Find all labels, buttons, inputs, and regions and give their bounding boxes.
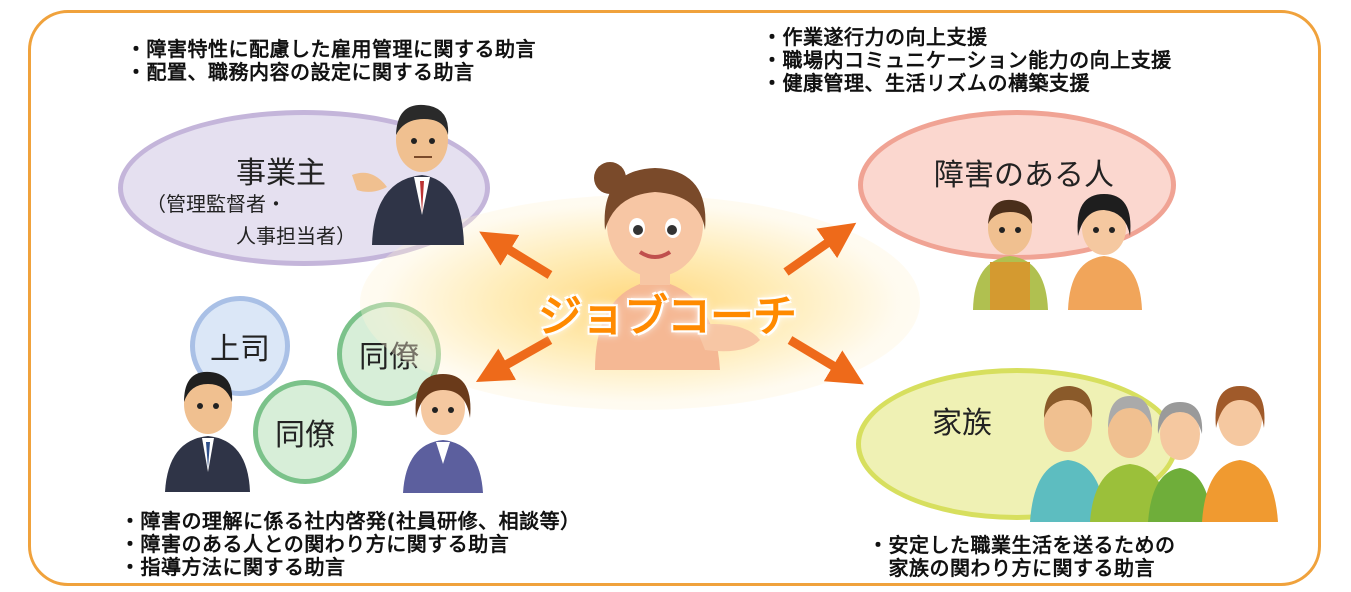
arrow-to-family xyxy=(787,336,864,385)
list-item: ・障害特性に配慮した雇用管理に関する助言 xyxy=(126,37,536,61)
list-item: 家族の関わり方に関する助言 xyxy=(868,556,1155,580)
job-coach-illustration xyxy=(594,162,760,370)
coworker-woman-illustration xyxy=(403,374,483,493)
boss-label: 上司 xyxy=(210,332,270,367)
list-item: ・健康管理、生活リズムの構築支援 xyxy=(762,71,1090,95)
list-item: ・障害のある人との関わり方に関する助言 xyxy=(120,532,510,556)
family-label: 家族 xyxy=(932,406,992,441)
coworker-man-illustration xyxy=(165,371,250,492)
list-item: ・配置、職務内容の設定に関する助言 xyxy=(126,60,475,84)
outer-frame xyxy=(28,10,1321,586)
employer-label: 事業主 xyxy=(236,156,326,191)
arrow-to-coworkers xyxy=(475,336,553,382)
list-item: ・職場内コミュニケーション能力の向上支援 xyxy=(762,48,1172,72)
colleague-circle-b: 同僚 xyxy=(253,380,357,484)
pwd-label: 障害のある人 xyxy=(934,158,1114,193)
employer-advice-list: ・障害特性に配慮した雇用管理に関する助言 ・配置、職務内容の設定に関する助言 xyxy=(126,38,536,84)
pwd-support-list: ・作業遂行力の向上支援 ・職場内コミュニケーション能力の向上支援 ・健康管理、生… xyxy=(762,26,1172,95)
arrow-to-employer xyxy=(479,231,553,279)
family-illustration xyxy=(1030,386,1278,522)
employer-sub-line2: 人事担当者） xyxy=(236,224,356,248)
coworker-advice-list: ・障害の理解に係る社内啓発(社員研修、相談等） ・障害のある人との関わり方に関す… xyxy=(120,510,581,579)
list-item: ・作業遂行力の向上支援 xyxy=(762,25,988,49)
job-coach-title: ジョブコーチ xyxy=(538,291,797,342)
employer-sub-line1: （管理監督者・ xyxy=(146,192,286,216)
list-item: ・指導方法に関する助言 xyxy=(120,555,346,579)
family-advice-list: ・安定した職業生活を送るための 家族の関わり方に関する助言 xyxy=(868,534,1176,580)
list-item: ・障害の理解に係る社内啓発(社員研修、相談等） xyxy=(120,509,581,533)
colleague-label: 同僚 xyxy=(275,418,335,453)
list-item: ・安定した職業生活を送るための xyxy=(868,533,1176,557)
pwd-man-illustration xyxy=(973,199,1048,310)
employer-illustration xyxy=(352,104,464,245)
arrow-to-pwd xyxy=(783,222,857,276)
pwd-woman-illustration xyxy=(1068,194,1142,310)
